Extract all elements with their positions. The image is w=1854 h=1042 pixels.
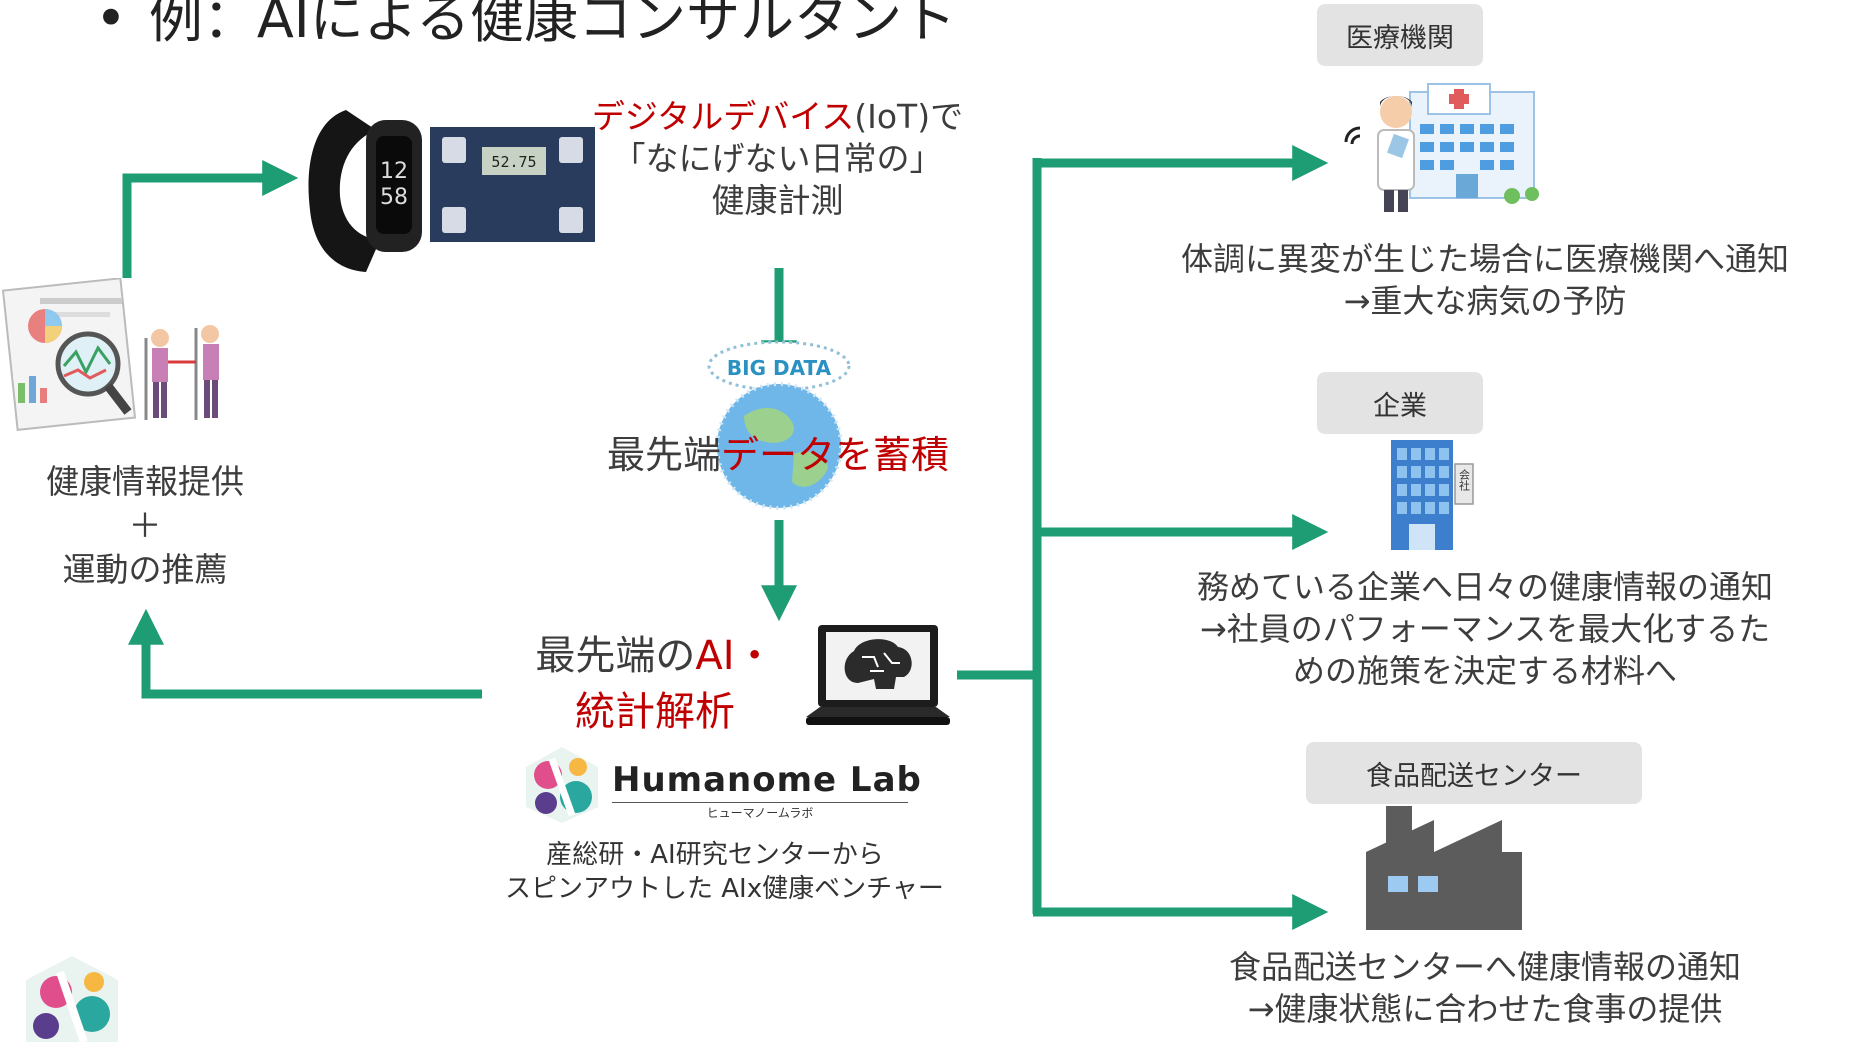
device-caption: デジタルデバイス(IoT)で 「なにげない日常の」 健康計測: [555, 96, 1000, 222]
big-data-badge: BIG DATA: [727, 356, 832, 380]
fitness-band-image: 12 58: [308, 110, 422, 272]
venture-note: 産総研・AI研究センターから スピンアウトした AIx健康ベンチャー: [505, 838, 944, 906]
company-sign: 会社: [1458, 469, 1471, 492]
humanome-logo-name: Humanome Lab: [612, 760, 922, 800]
target-desc-company: 務めている企業へ日々の健康情報の通知 →社員のパフォーマンスを最大化するた めの…: [1120, 566, 1850, 692]
ai-caption-line2: 統計解析: [575, 689, 735, 735]
body-scale-image: 52.75: [430, 127, 595, 242]
target-desc-hospital: 体調に異変が生じた場合に医療機関へ通知 →重大な病気の予防: [1120, 238, 1850, 322]
left-caption-plus: ＋: [128, 506, 162, 545]
target-desc-hospital-line2: →重大な病気の予防: [1343, 282, 1627, 320]
target-desc-company-line3: めの施策を決定する材料へ: [1292, 652, 1677, 690]
target-label-company: 企業: [1317, 372, 1483, 434]
target-label-factory: 食品配送センター: [1306, 742, 1642, 804]
venture-note-line1: 産総研・AI研究センターから: [546, 840, 884, 870]
target-desc-company-line1: 務めている企業へ日々の健康情報の通知: [1196, 568, 1773, 606]
target-label-hospital: 医療機関: [1317, 4, 1483, 66]
target-desc-factory-line2: →健康状態に合わせた食事の提供: [1247, 990, 1723, 1028]
factory-illustration: [1366, 806, 1522, 930]
arrow-to-devices: [122, 160, 299, 278]
ai-caption-line1: 最先端のAI・: [500, 628, 810, 684]
left-caption-line2: 運動の推薦: [62, 550, 228, 589]
band-time-hour: 12: [380, 159, 408, 184]
bigdata-caption-red: データを蓄積: [721, 433, 950, 477]
bigdata-caption-prefix: 最先端: [606, 433, 721, 477]
arrow-ai-to-left: [128, 608, 482, 699]
left-caption: 健康情報提供 ＋ 運動の推薦: [0, 460, 290, 592]
page-title: • 例：AIによる健康コンサルタント: [95, 0, 956, 53]
device-caption-line1: デジタルデバイス(IoT)で: [555, 96, 1000, 138]
title-bullet: •: [95, 0, 127, 50]
big-data-globe: BIG DATA: [707, 340, 851, 510]
target-desc-hospital-line1: 体調に異変が生じた場合に医療機関へ通知: [1180, 240, 1789, 278]
humanome-logo-sub: ヒューマノームラボ: [612, 802, 908, 821]
ai-caption-red1: AI・: [695, 633, 775, 679]
ai-caption-prefix: 最先端の: [535, 633, 696, 679]
venture-note-line2: スピンアウトした AIx健康ベンチャー: [505, 874, 944, 904]
device-caption-red: デジタルデバイス: [591, 97, 855, 136]
health-report-illustration: [1, 278, 219, 431]
title-text: 例：AIによる健康コンサルタント: [148, 0, 957, 50]
office-building-illustration: 会社: [1391, 440, 1474, 550]
device-caption-iot: (IoT)で: [854, 97, 964, 136]
humanome-logo-text: Humanome Lab ヒューマノームラボ: [612, 760, 922, 821]
hospital-illustration: [1344, 83, 1539, 212]
band-time-minute: 58: [380, 185, 408, 210]
humanome-logo-icon: [526, 747, 598, 823]
target-desc-factory: 食品配送センターへ健康情報の通知 →健康状態に合わせた食事の提供: [1120, 946, 1850, 1030]
device-caption-line3: 健康計測: [711, 181, 844, 220]
corner-logo-icon: [26, 956, 118, 1042]
target-desc-factory-line1: 食品配送センターへ健康情報の通知: [1228, 948, 1741, 986]
device-caption-line2: 「なにげない日常の」: [612, 139, 943, 178]
laptop-ai-image: [806, 625, 950, 725]
bigdata-caption: 最先端データを蓄積: [578, 432, 978, 478]
target-desc-company-line2: →社員のパフォーマンスを最大化するた: [1199, 610, 1771, 648]
ai-caption: 最先端のAI・ 統計解析: [500, 628, 810, 740]
scale-reading: 52.75: [491, 153, 536, 171]
left-caption-line1: 健康情報提供: [46, 462, 244, 501]
